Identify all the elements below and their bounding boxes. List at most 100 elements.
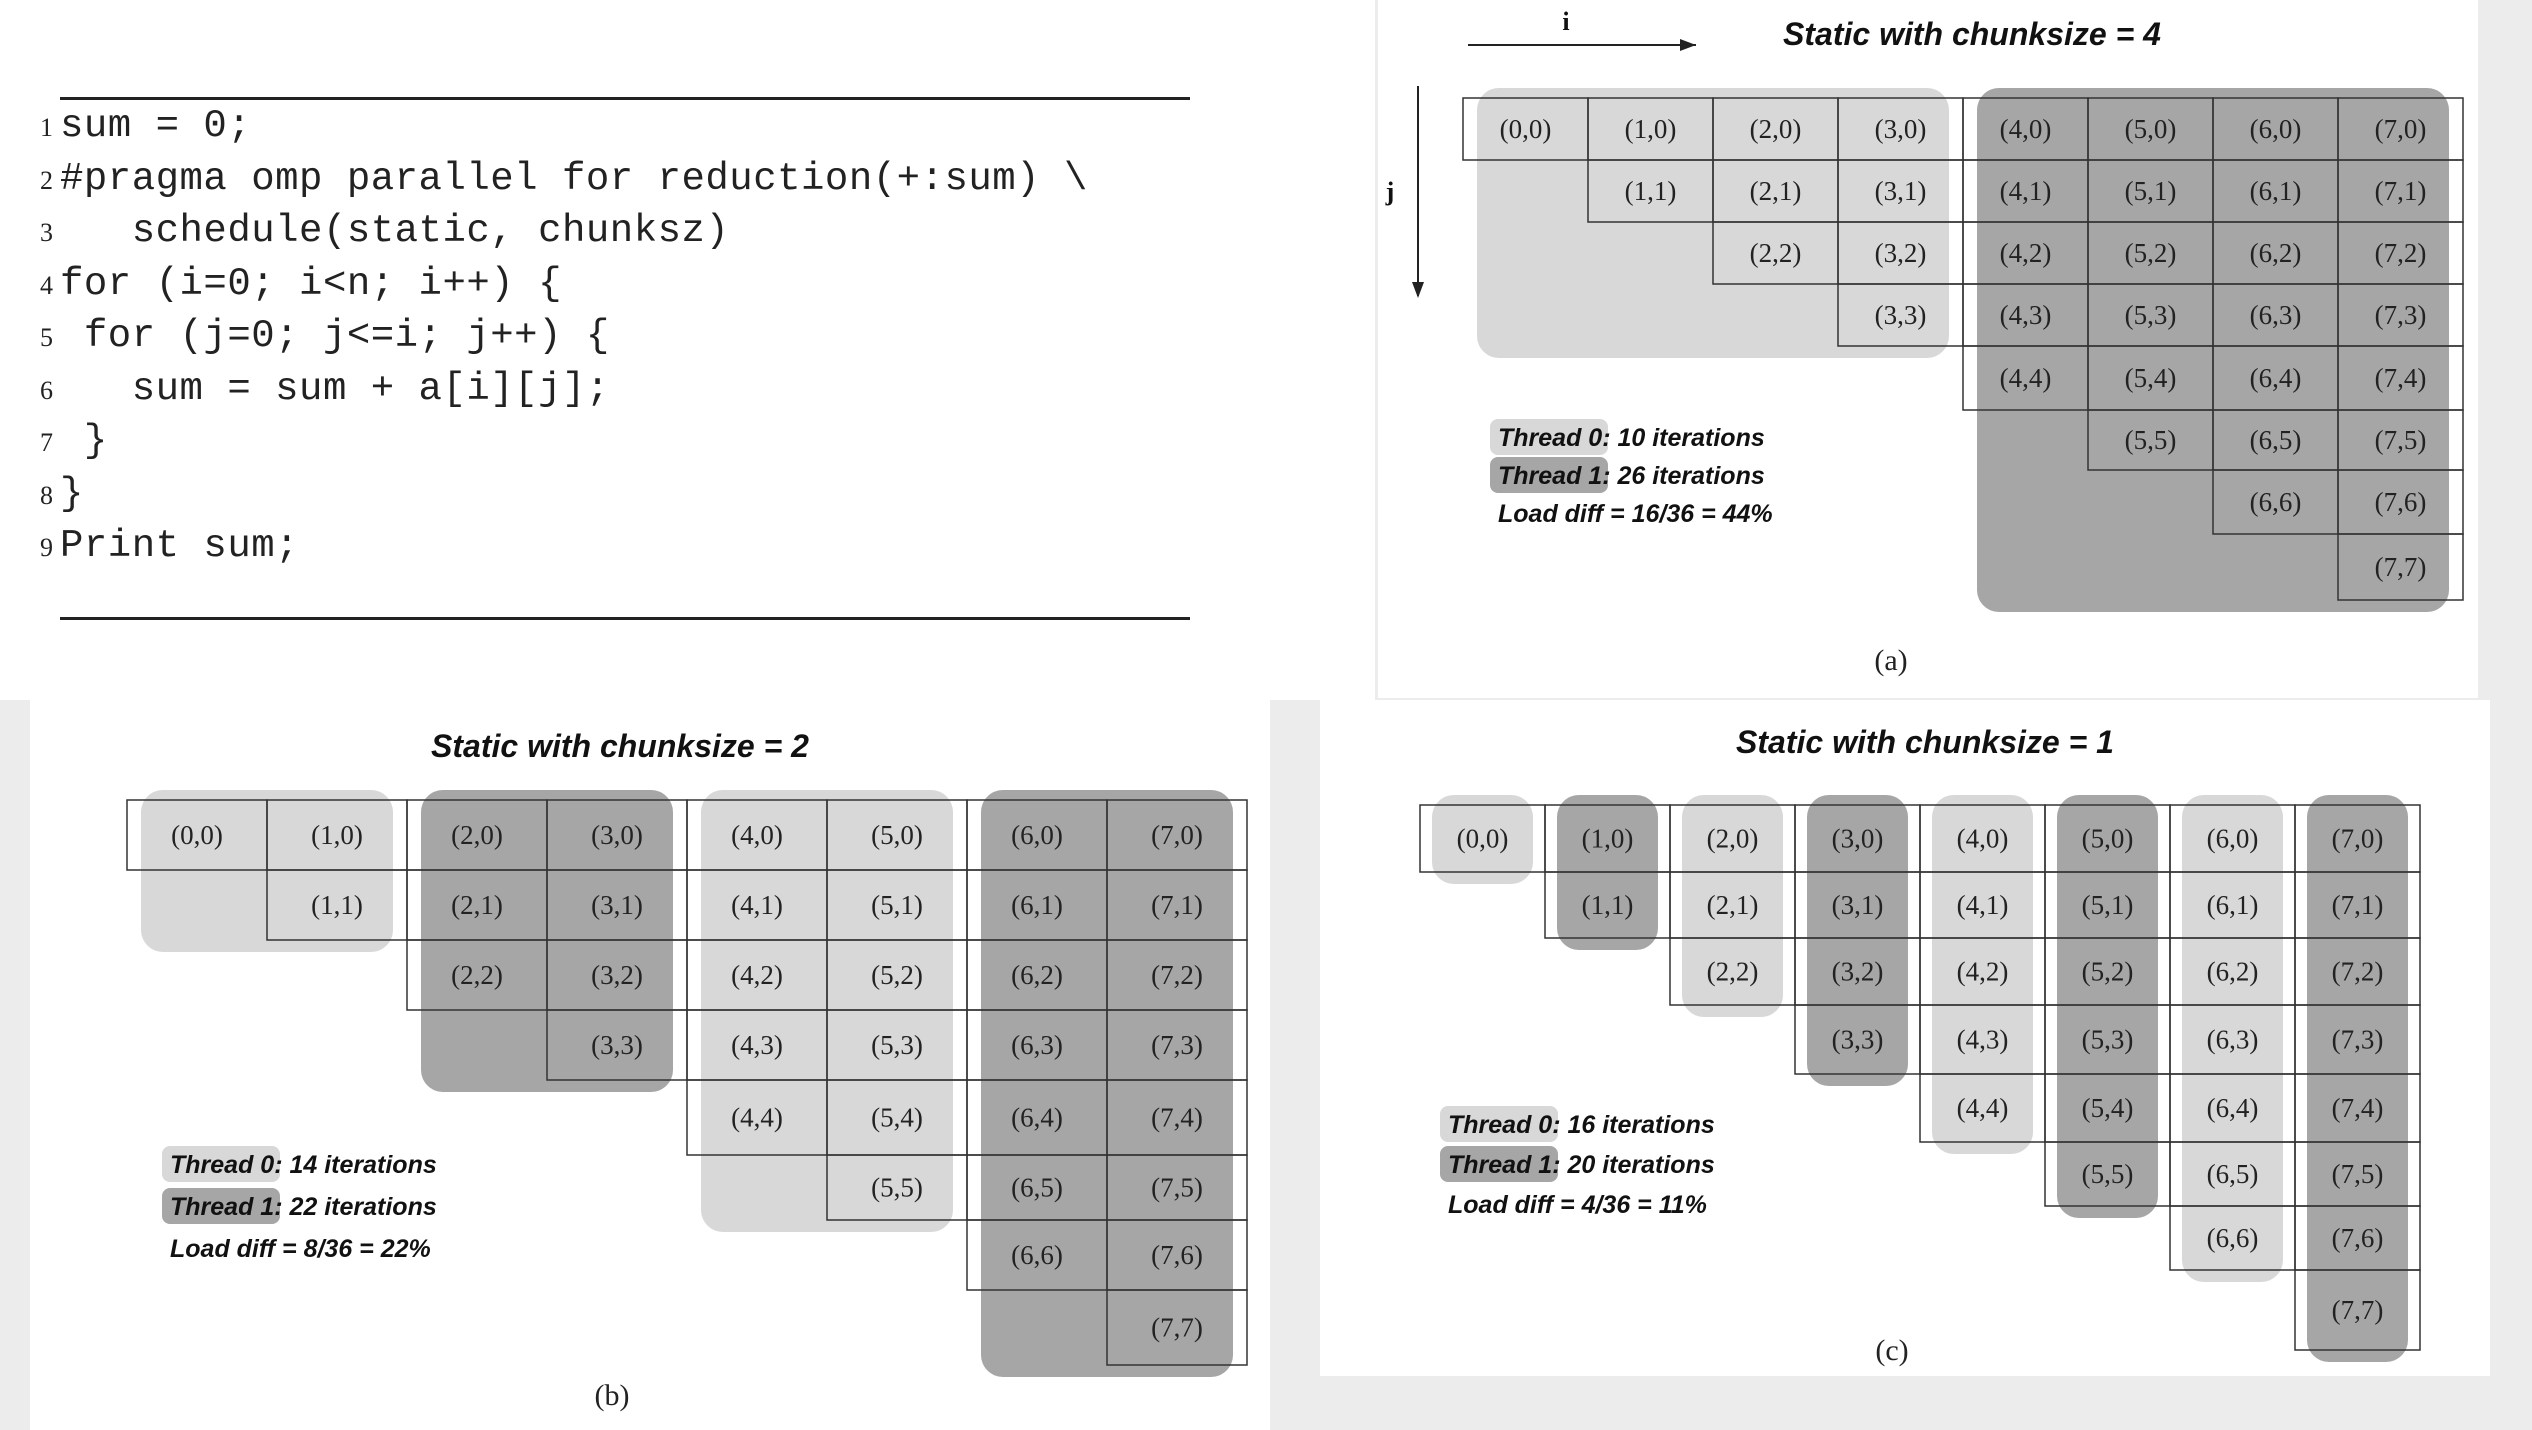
code-text: Print sum;: [60, 524, 300, 568]
iteration-label: (5,5): [2082, 1159, 2134, 1189]
iteration-label: (2,2): [1750, 238, 1802, 268]
iteration-label: (5,0): [871, 820, 923, 850]
code-line: 7 }: [40, 419, 108, 471]
thread-1-band: [2307, 795, 2408, 1362]
line-number: 8: [40, 480, 53, 510]
iteration-label: (5,3): [871, 1030, 923, 1060]
code-text: for (j=0; j<=i; j++) {: [60, 314, 610, 358]
iteration-label: (5,5): [2125, 425, 2177, 455]
iteration-label: (7,7): [2375, 552, 2427, 582]
iteration-label: (6,3): [2250, 300, 2302, 330]
iteration-label: (4,1): [2000, 176, 2052, 206]
iteration-label: (4,3): [2000, 300, 2052, 330]
line-number: 3: [40, 218, 53, 247]
diagram-chunksize-2: (0,0)(1,0)(1,1)(2,0)(2,1)(2,2)(3,0)(3,1)…: [30, 700, 1270, 1430]
iteration-label: (6,5): [2250, 425, 2302, 455]
iteration-label: (6,6): [2250, 487, 2302, 517]
iteration-label: (3,1): [1832, 890, 1884, 920]
diagram-title: Static with chunksize = 1: [1736, 724, 2114, 760]
iteration-label: (6,3): [1011, 1030, 1063, 1060]
legend-line: Thread 1: 22 iterations: [170, 1193, 437, 1221]
iteration-cell: [1106, 1289, 1248, 1366]
thread-0-band: [2182, 795, 2283, 1282]
iteration-label: (5,3): [2082, 1025, 2134, 1055]
iteration-label: (7,6): [1151, 1240, 1203, 1270]
iteration-label: (6,1): [1011, 890, 1063, 920]
diagram-c-svg: (0,0)(1,0)(1,1)(2,0)(2,1)(2,2)(3,0)(3,1)…: [1419, 724, 2421, 1367]
thread-0-band: [1682, 795, 1783, 1017]
diagram-b-content: (0,0)(1,0)(1,1)(2,0)(2,1)(2,2)(3,0)(3,1)…: [126, 728, 1248, 1412]
iteration-label: (6,4): [2207, 1093, 2259, 1123]
iteration-label: (7,6): [2332, 1223, 2384, 1253]
iteration-label: (6,2): [1011, 960, 1063, 990]
iteration-label: (7,1): [2332, 890, 2384, 920]
legend-line: Load diff = 4/36 = 11%: [1448, 1191, 1707, 1219]
iteration-label: (4,4): [731, 1103, 783, 1133]
iteration-label: (6,4): [1011, 1103, 1063, 1133]
iteration-label: (2,1): [1750, 176, 1802, 206]
legend-line: Thread 0: 10 iterations: [1498, 424, 1765, 452]
iteration-label: (7,7): [1151, 1313, 1203, 1343]
iteration-label: (5,1): [871, 890, 923, 920]
line-number: 2: [40, 165, 53, 195]
iteration-label: (7,4): [2375, 363, 2427, 393]
legend-swatch-thread-0: [1440, 1106, 1558, 1142]
iteration-label: (3,0): [1875, 114, 1927, 144]
iteration-label: (6,0): [2250, 114, 2302, 144]
iteration-label: (4,0): [1957, 824, 2009, 854]
iteration-label: (7,5): [2375, 425, 2427, 455]
diagram-a-svg: (0,0)(1,0)(1,1)(2,0)(2,1)(2,2)(3,0)(3,1)…: [1385, 7, 2464, 677]
iteration-label: (6,1): [2250, 176, 2302, 206]
iteration-label: (3,0): [1832, 824, 1884, 854]
iteration-label: (7,1): [1151, 890, 1203, 920]
iteration-label: (3,2): [591, 960, 643, 990]
iteration-label: (4,4): [1957, 1093, 2009, 1123]
code-text: }: [60, 419, 108, 463]
iteration-label: (4,1): [1957, 890, 2009, 920]
iteration-label: (5,3): [2125, 300, 2177, 330]
iteration-label: (4,4): [2000, 363, 2052, 393]
iteration-label: (3,0): [591, 820, 643, 850]
legend-swatch-thread-1: [1490, 457, 1608, 493]
line-number: 1: [40, 113, 53, 142]
line-number: 7: [40, 428, 53, 457]
code-text: sum = 0;: [60, 104, 252, 148]
diagram-title: Static with chunksize = 2: [431, 728, 809, 764]
iteration-label: (3,3): [1832, 1025, 1884, 1055]
iteration-label: (1,0): [311, 820, 363, 850]
iteration-label: (6,5): [2207, 1159, 2259, 1189]
thread-1-band: [2057, 795, 2158, 1218]
iteration-label: (2,2): [451, 960, 503, 990]
bottom-rule: [60, 617, 1190, 620]
legend-swatch-thread-0: [162, 1146, 280, 1182]
code-line: 6 sum = sum + a[i][j];: [40, 367, 610, 419]
iteration-label: (3,3): [591, 1030, 643, 1060]
iteration-label: (6,6): [2207, 1223, 2259, 1253]
iteration-label: (2,1): [1707, 890, 1759, 920]
iteration-label: (5,0): [2125, 114, 2177, 144]
iteration-label: (4,2): [731, 960, 783, 990]
line-number: 5: [40, 323, 53, 352]
iteration-label: (6,5): [1011, 1173, 1063, 1203]
code-text: }: [60, 471, 84, 516]
iteration-label: (3,1): [1875, 176, 1927, 206]
iteration-label: (5,2): [871, 960, 923, 990]
code-text: schedule(static, chunksz): [60, 209, 730, 253]
iteration-label: (1,1): [1625, 176, 1677, 206]
iteration-label: (6,0): [1011, 820, 1063, 850]
legend-line: Thread 1: 20 iterations: [1448, 1151, 1715, 1179]
iteration-label: (7,0): [1151, 820, 1203, 850]
thread-0-band: [1932, 795, 2033, 1154]
iteration-label: (7,1): [2375, 176, 2427, 206]
iteration-label: (7,5): [2332, 1159, 2384, 1189]
iteration-label: (0,0): [1457, 824, 1509, 854]
iteration-label: (4,0): [2000, 114, 2052, 144]
iteration-label: (6,4): [2250, 363, 2302, 393]
iteration-label: (2,2): [1707, 957, 1759, 987]
diagram-caption: (c): [1875, 1334, 1908, 1367]
code-line: 2#pragma omp parallel for reduction(+:su…: [40, 157, 1088, 209]
